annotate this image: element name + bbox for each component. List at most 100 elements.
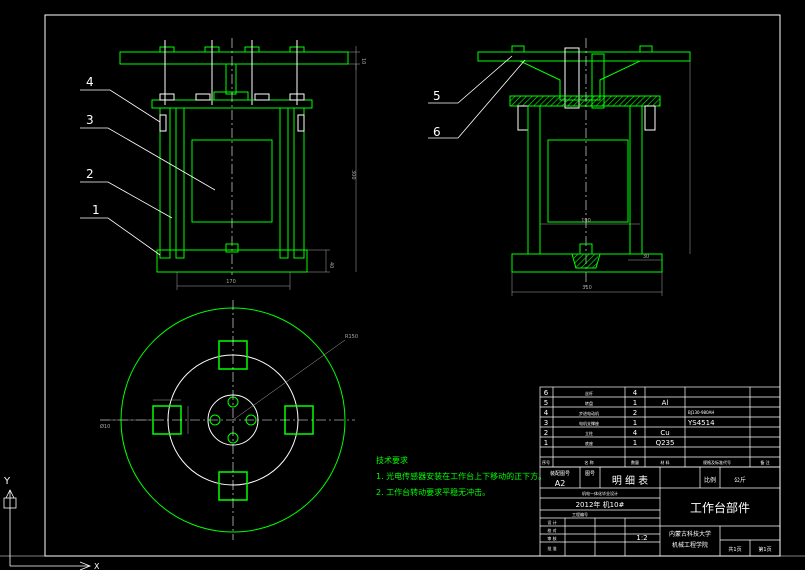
bom-material: Q235 [656,439,675,447]
balloon-2: 2 [86,167,94,181]
title-block: 装配图号 图号 A2 明 细 表 比例 公斤 机电一体化毕业设计 2012年 机… [547,470,771,553]
front-column-right-inner [279,107,289,259]
balloon-6: 6 [433,125,441,139]
bom-no: 2 [544,429,548,437]
bom-no: 6 [544,389,549,397]
bom-header-name: 名 称 [584,459,593,465]
bom-header-spec: 规格及标准代号 [703,459,731,465]
notes-line-2: 2. 工作台转动要求平稳无冲击。 [376,487,490,497]
front-clamp-left [159,114,167,132]
front-top-lug-a [159,46,175,53]
tb-project: 机电一体化毕业设计 [582,490,618,496]
tb-list-label: 明 细 表 [612,474,648,487]
tb-scale-value: 1:2 [636,534,647,542]
bom-material: Cu [660,429,669,437]
dim-side-base-width: 310 [582,285,592,291]
bom-spec: BJ130-980AH [688,410,714,415]
tb-school-sub: 机械工程学院 [672,541,708,549]
dim-radius-line [232,339,346,421]
tb-row-1: 设 计 [547,519,556,525]
bom-row: 1 底座 1 Q235 [544,439,675,447]
dim-inner-width: 190 [581,218,591,224]
tb-row-2: 校 对 [547,527,556,533]
dim-front-base-width: 170 [226,279,236,285]
bom-material: Al [662,399,669,407]
bom-qty: 4 [633,429,638,437]
bom-name: 电机支撑座 [579,420,599,426]
bom-no: 5 [544,399,548,407]
bom-name: 丝杆 [585,390,593,396]
side-leaders [428,55,526,139]
tb-sheet-label: 图号 [585,471,595,477]
side-motor [547,139,629,223]
bom-header-qty: 数量 [631,459,639,465]
bom-row: 5 转盘 1 Al [544,399,669,407]
tb-school: 内蒙古科技大学 [669,530,711,538]
bom-qty: 4 [633,389,638,397]
front-nut-c [254,93,270,101]
dim-base-height: 40 [328,262,334,268]
dim-side-offset: 30 [643,254,649,260]
notes-line-1: 1. 光电传感器安装在工作台上下移动的正下方。 [376,471,546,481]
dim-radius: R150 [345,334,358,340]
front-column-left [159,107,171,259]
bom-table [539,386,781,557]
ucs-axis-icon [3,489,92,570]
notes-title: 技术要求 [376,455,408,465]
tb-sheet-count: 共1页 [728,546,741,553]
balloon-5: 5 [433,89,441,103]
side-view [477,38,691,296]
top-view [100,300,355,540]
bom-no: 3 [544,419,548,427]
bom-name: 步进电动机 [579,410,599,416]
bom-row: 2 立柱 4 Cu [544,429,670,437]
bom-row: 4 步进电动机 2 BJ130-980AH [544,409,715,417]
bom-name: 立柱 [585,430,593,436]
front-base-pin [225,243,239,253]
tb-row-0: 工程编号 [572,511,588,517]
tb-size: A2 [555,479,566,488]
front-nut-b [195,93,211,101]
bom-no: 1 [544,439,548,447]
front-leaders [80,89,216,256]
side-coupling [564,47,580,109]
bom-header-no: 序号 [542,459,550,465]
bom-qty: 2 [633,409,637,417]
front-shaft [225,63,237,95]
dim-hole-dia: Ø10 [100,423,110,430]
tb-row-4: 批 准 [547,545,556,551]
tb-part-title: 工作台部件 [690,500,750,515]
front-column-left-inner [175,107,185,259]
dim-overall-height: 300 [350,170,356,180]
front-column-right [293,107,305,259]
side-top-plate [477,51,691,62]
front-nut-d [289,93,305,101]
balloon-4: 4 [86,75,94,89]
bom-header-material: 材 料 [660,459,669,465]
tb-row-3: 审 核 [547,535,556,541]
bom-qty: 1 [633,399,637,407]
tb-drawing-no-label: 装配图号 [550,470,570,477]
axis-x-label: X [94,562,100,570]
bom-spec: YS4514 [687,419,715,427]
axis-y-label: Y [3,476,11,487]
dim-top-plate: 10 [360,58,366,64]
bom-row: 3 电机支撑座 1 YS4514 [544,419,715,427]
side-clamp-right [644,105,656,131]
front-clamp-right [297,114,305,132]
balloon-1: 1 [92,203,100,217]
bom-name: 底座 [585,440,593,446]
front-base [156,249,308,273]
side-shaft [591,53,605,109]
tb-sheet-no: 第1页 [758,546,771,553]
tb-date-class: 2012年 机10# [576,500,625,509]
front-view [119,38,360,290]
bom-qty: 1 [633,419,637,427]
bom-name: 转盘 [585,400,593,406]
bom-row: 6 丝杆 4 [544,389,638,397]
front-nut-a [159,93,175,101]
bom-no: 4 [544,409,549,417]
bom-rows: 6 丝杆 4 5 转盘 1 Al 4 步进电动机 2 BJ130-980AH 3… [542,389,770,465]
